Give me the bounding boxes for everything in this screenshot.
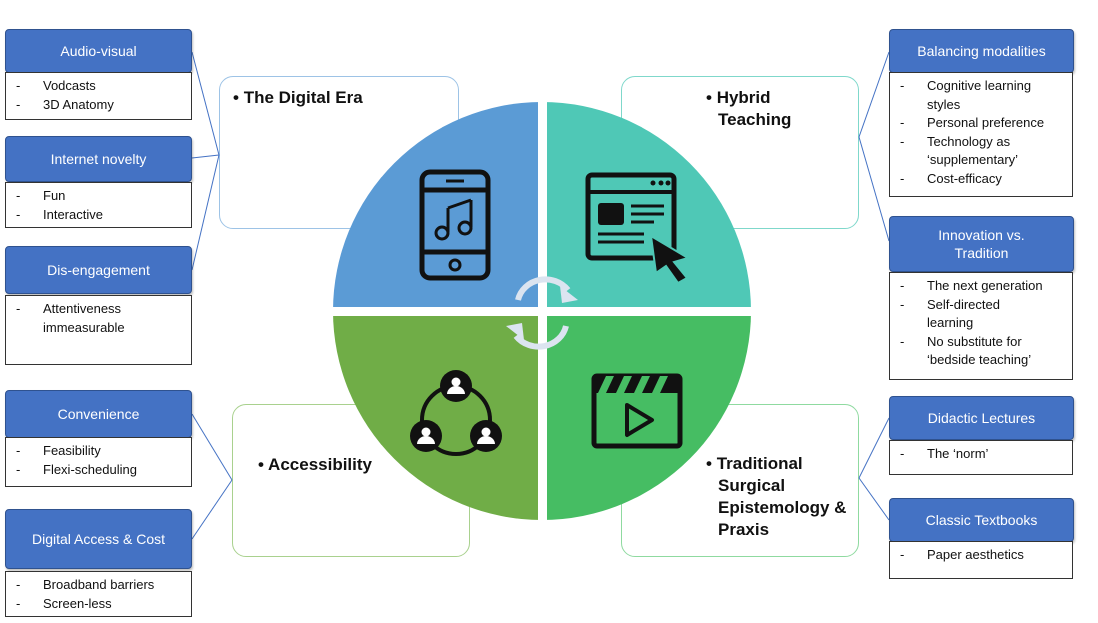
list-item: -Paper aesthetics — [900, 547, 1024, 562]
quadrant-bottom-left — [333, 311, 542, 520]
traditional-title: • Traditional Surgical Epistemology & Pr… — [706, 453, 846, 541]
list-item: -Interactive — [16, 206, 103, 222]
hybrid-title-line2: Teaching — [718, 110, 792, 129]
list-item: -Cognitive learning styles — [900, 78, 1032, 112]
list-item: -Vodcasts — [16, 78, 96, 93]
digital-era-title-text: The Digital Era — [243, 88, 363, 107]
list-internet-novelty: -Fun -Interactive — [5, 182, 192, 228]
divider-horizontal — [329, 307, 755, 316]
video-clapperboard-icon — [591, 373, 683, 449]
smartphone-music-icon — [419, 169, 491, 281]
traditional-title-line3: Epistemology & — [718, 498, 847, 517]
label-innovation-vs-tradition: Innovation vs. Tradition — [889, 216, 1074, 272]
label-classic-textbooks-text: Classic Textbooks — [925, 512, 1038, 528]
list-item: -Flexi-scheduling — [16, 461, 137, 477]
label-convenience: Convenience — [5, 390, 192, 438]
list-audio-visual: -Vodcasts -3D Anatomy — [5, 72, 192, 120]
label-audio-visual: Audio-visual — [5, 29, 192, 73]
list-item: -Screen-less — [16, 595, 112, 611]
label-didactic-lectures-text: Didactic Lectures — [927, 410, 1036, 426]
label-digital-access-cost: Digital Access & Cost — [5, 509, 192, 569]
accessibility-title-text: Accessibility — [268, 455, 372, 474]
label-dis-engagement-text: Dis-engagement — [47, 262, 150, 278]
list-item: -Cost-efficacy — [900, 170, 1002, 186]
connector-lines — [191, 51, 890, 540]
hybrid-teaching-title: • Hybrid Teaching — [706, 87, 791, 131]
list-convenience: -Feasibility -Flexi-scheduling — [5, 437, 192, 487]
bullet: • — [706, 88, 712, 107]
label-digital-access-cost-text: Digital Access & Cost — [31, 531, 166, 547]
hybrid-title-line1: Hybrid — [716, 88, 771, 107]
label-balancing-modalities-text: Balancing modalities — [917, 43, 1046, 59]
bullet: • — [233, 88, 239, 107]
list-item: -Broadband barriers — [16, 577, 155, 592]
list-classic-textbooks: -Paper aesthetics — [889, 541, 1073, 579]
list-balancing-modalities: -Cognitive learning styles -Personal pre… — [889, 72, 1073, 197]
list-item: -3D Anatomy — [16, 96, 114, 112]
traditional-title-line1: Traditional — [716, 454, 803, 473]
label-internet-novelty-text: Internet novelty — [50, 151, 147, 167]
label-innovation-line1: Innovation vs. — [938, 227, 1025, 243]
digital-era-title: • The Digital Era — [233, 87, 363, 109]
label-dis-engagement: Dis-engagement — [5, 246, 192, 294]
label-innovation-line2: Tradition — [954, 245, 1009, 261]
list-item: -Self-directed learning — [900, 296, 1000, 331]
cycle-arrows-icon — [513, 276, 571, 350]
traditional-title-line2: Surgical — [718, 476, 786, 495]
label-convenience-text: Convenience — [57, 406, 140, 422]
label-balancing-modalities: Balancing modalities — [889, 29, 1074, 73]
accessibility-title: • Accessibility — [258, 454, 372, 476]
bullet: • — [258, 455, 264, 474]
label-audio-visual-text: Audio-visual — [60, 43, 137, 59]
list-digital-access-cost: -Broadband barriers -Screen-less — [5, 571, 192, 617]
list-item: -No substitute for ‘bedside teaching’ — [900, 333, 1032, 368]
label-classic-textbooks: Classic Textbooks — [889, 498, 1074, 542]
label-didactic-lectures: Didactic Lectures — [889, 396, 1074, 440]
list-item: -Feasibility — [16, 443, 101, 458]
list-dis-engagement: -Attentiveness immeasurable — [5, 295, 192, 365]
label-internet-novelty: Internet novelty — [5, 136, 192, 182]
list-item: -Fun — [16, 188, 66, 203]
list-innovation-vs-tradition: -The next generation -Self-directed lear… — [889, 272, 1073, 380]
connected-users-icon — [410, 370, 502, 456]
arrow-head-bottom — [506, 323, 524, 340]
arrow-head-top — [560, 286, 578, 303]
traditional-title-line4: Praxis — [718, 520, 770, 539]
web-browser-cursor-icon — [585, 172, 691, 285]
bullet: • — [706, 454, 712, 473]
list-item: -Technology as ‘supplementary’ — [900, 133, 1019, 168]
list-item: -The next generation — [900, 278, 1043, 293]
list-item: -Personal preference — [900, 115, 1045, 130]
list-item: -The ‘norm’ — [900, 446, 989, 461]
list-item: -Attentiveness immeasurable — [16, 301, 125, 335]
list-didactic-lectures: -The ‘norm’ — [889, 440, 1073, 475]
